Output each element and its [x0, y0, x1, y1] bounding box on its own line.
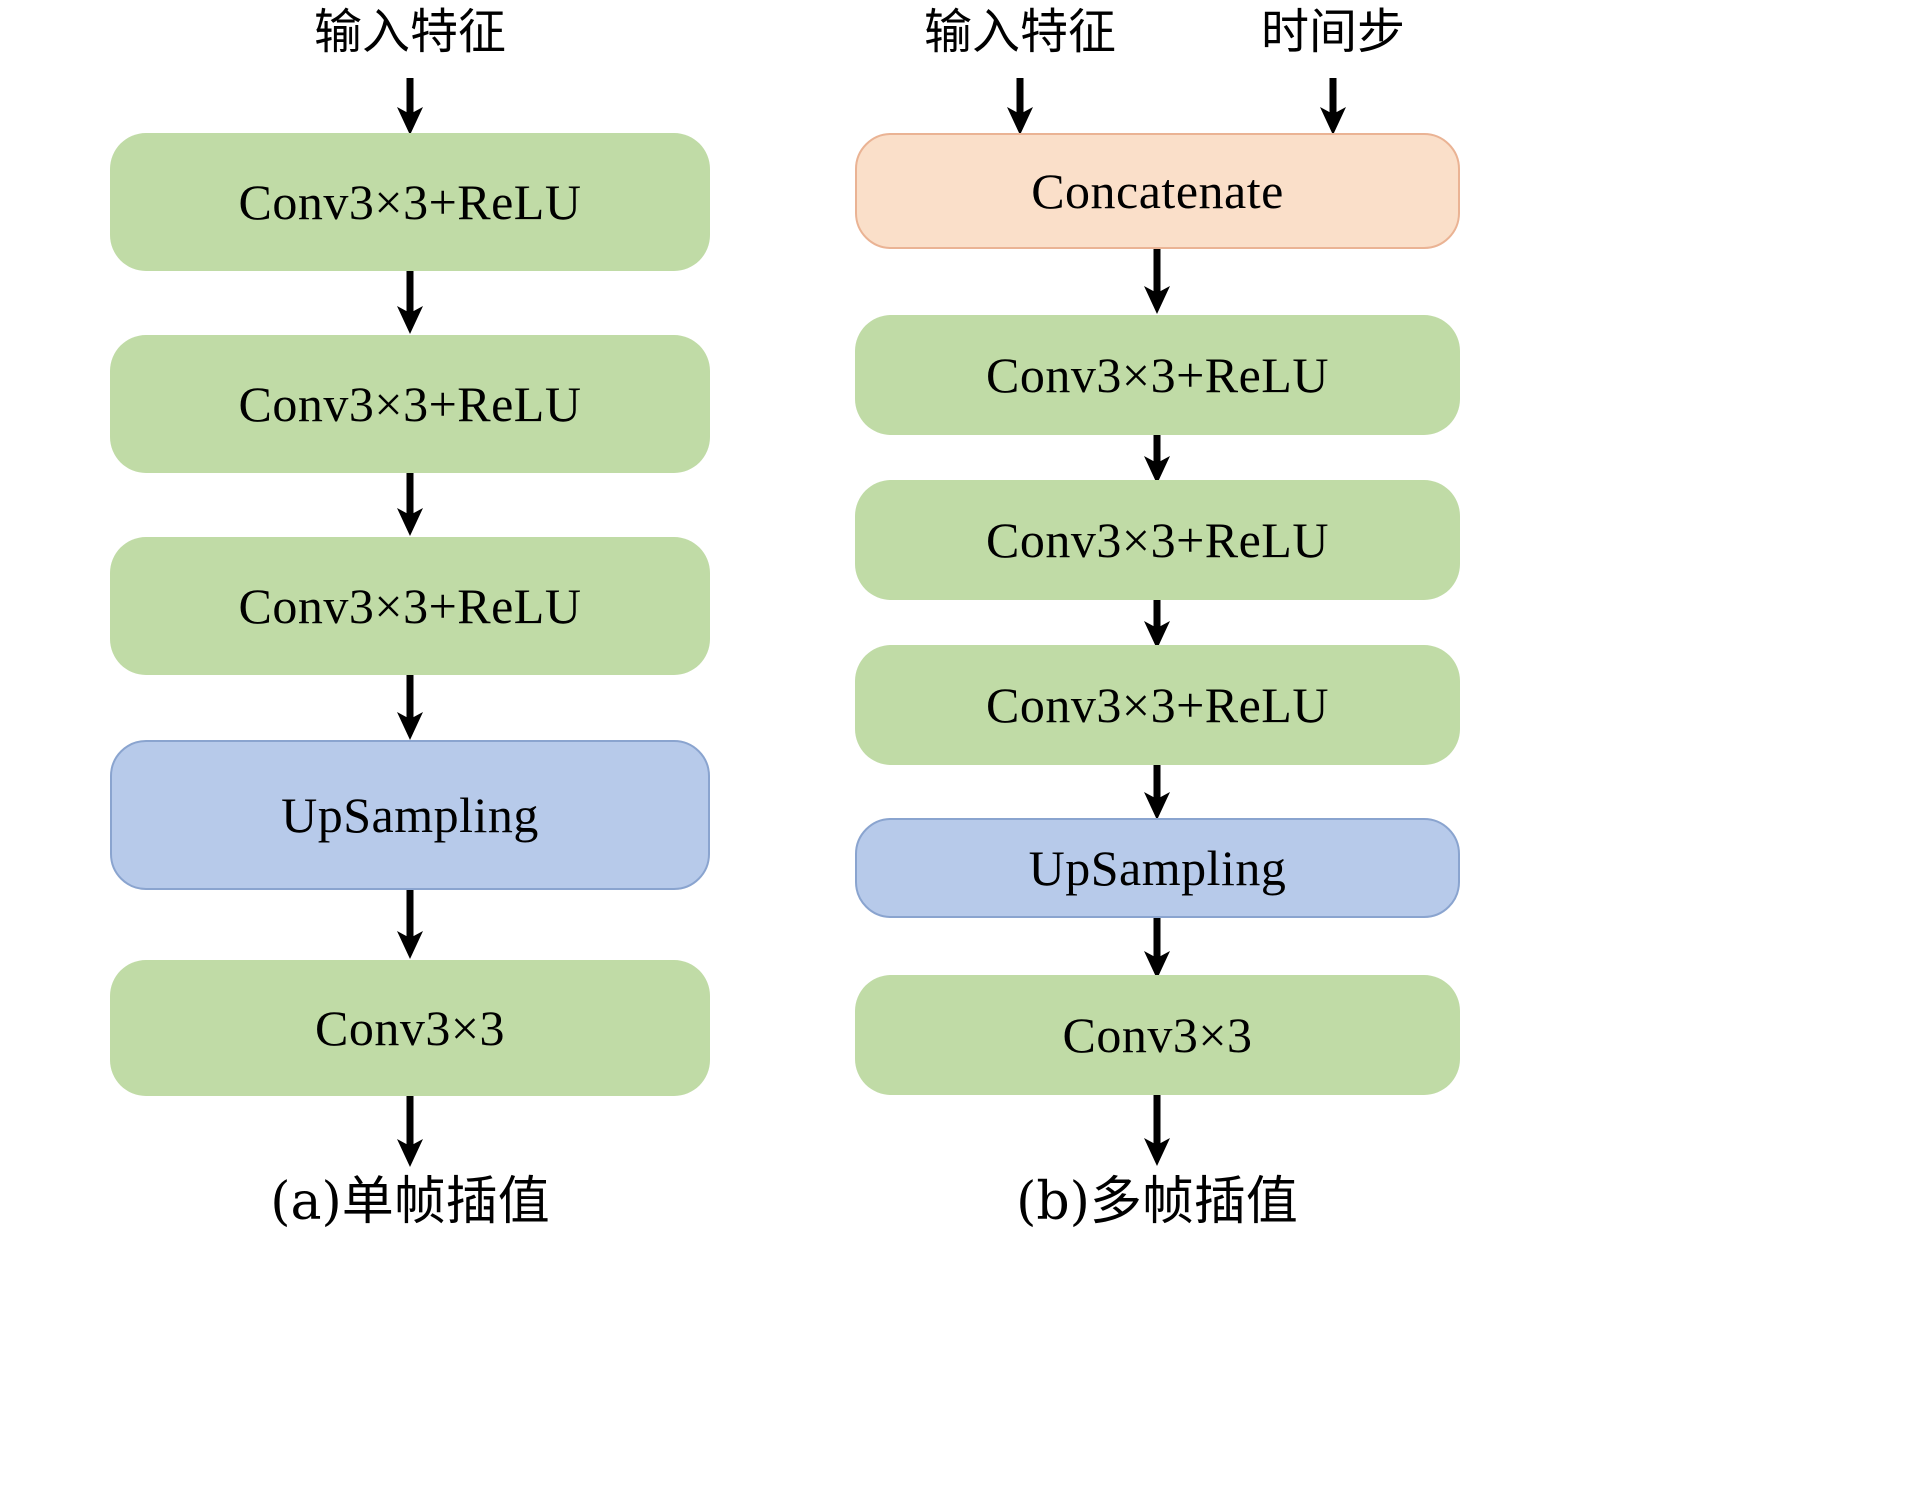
arrow-input-feature-to-concat-b [1003, 78, 1037, 136]
node-conv3-b[interactable]: Conv3×3+ReLU [855, 645, 1460, 765]
node-conv3-a[interactable]: Conv3×3+ReLU [110, 537, 710, 675]
arrow-upsampling-to-conv4-b [1140, 918, 1174, 980]
input-feature-label-a: 输入特征 [313, 4, 507, 60]
node-conv4-b[interactable]: Conv3×3 [855, 975, 1460, 1095]
node-conv1-a[interactable]: Conv3×3+ReLU [110, 133, 710, 271]
arrow-conv4-to-output-a [393, 1096, 427, 1168]
arrow-input-to-conv1-a [393, 78, 427, 136]
arrow-conv1-to-conv2-b [1140, 435, 1174, 485]
arrow-conv2-to-conv3-b [1140, 600, 1174, 650]
arrow-timestep-to-concat-b [1316, 78, 1350, 136]
arrow-conv4-to-output-b [1140, 1095, 1174, 1167]
arrow-conv2-to-conv3-a [393, 473, 427, 537]
node-conv4-a[interactable]: Conv3×3 [110, 960, 710, 1096]
arrow-upsampling-to-conv4-a [393, 890, 427, 960]
input-feature-label-b: 输入特征 [923, 4, 1117, 60]
node-upsampling-b[interactable]: UpSampling [855, 818, 1460, 918]
arrow-conv1-to-conv2-a [393, 271, 427, 335]
node-conv2-b[interactable]: Conv3×3+ReLU [855, 480, 1460, 600]
arrow-concat-to-conv1-b [1140, 249, 1174, 315]
node-concatenate-b[interactable]: Concatenate [855, 133, 1460, 249]
node-conv1-b[interactable]: Conv3×3+ReLU [855, 315, 1460, 435]
arrow-conv3-to-upsampling-a [393, 675, 427, 741]
caption-b: (b)多帧插值 [1016, 1172, 1298, 1232]
node-conv2-a[interactable]: Conv3×3+ReLU [110, 335, 710, 473]
timestep-label-b: 时间步 [1260, 4, 1406, 60]
caption-a: (a)单帧插值 [270, 1172, 550, 1232]
node-upsampling-a[interactable]: UpSampling [110, 740, 710, 890]
arrow-conv3-to-upsampling-b [1140, 765, 1174, 821]
